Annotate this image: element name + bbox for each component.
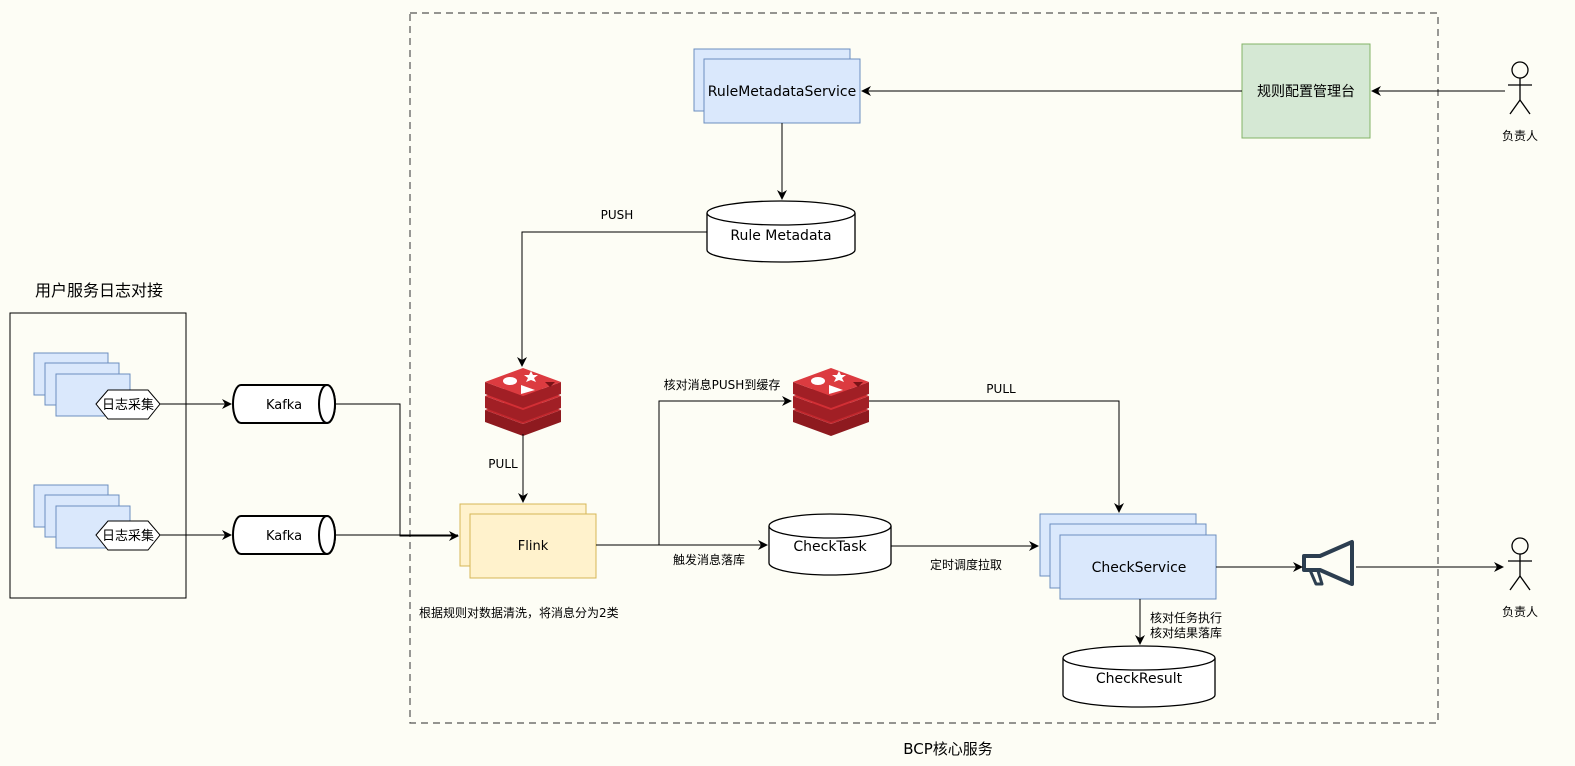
log-collector-2: 日志采集: [95, 520, 161, 551]
rule-metadata-service: RuleMetadataService: [693, 48, 861, 124]
user-log-group: 用户服务日志对接 日志采集 日志采集: [9, 281, 187, 599]
edge-flink-redis-right: [658, 396, 792, 545]
rule-config-platform-label: 规则配置管理台: [1257, 84, 1355, 100]
check-task-db: CheckTask: [768, 513, 892, 576]
flink-label: Flink: [518, 539, 549, 554]
connectors: [160, 86, 1505, 645]
kafka-2-label: Kafka: [266, 529, 302, 544]
user-group-box: [9, 312, 187, 599]
scheduled-pull-label: 定时调度拉取: [930, 557, 1002, 572]
check-exec-line2: 核对结果落库: [1150, 625, 1222, 640]
user-group-title: 用户服务日志对接: [35, 281, 163, 300]
rule-metadata-service-label: RuleMetadataService: [708, 84, 857, 100]
megaphone-icon: [1302, 540, 1354, 586]
push-label: PUSH: [601, 208, 634, 222]
log-collector-2-label: 日志采集: [102, 528, 154, 544]
owner-bottom-label: 负责人: [1502, 605, 1538, 619]
redis-cache-right: [793, 368, 869, 436]
log-collector-1: 日志采集: [95, 389, 161, 420]
check-result-db: CheckResult: [1062, 645, 1216, 708]
check-task-db-label: CheckTask: [793, 539, 867, 555]
edge-kafka1-flink: [335, 403, 459, 541]
rule-config-platform: 规则配置管理台: [1241, 43, 1371, 139]
check-result-db-label: CheckResult: [1096, 671, 1183, 687]
redis-icon: [793, 368, 869, 436]
check-service-label: CheckService: [1092, 560, 1187, 576]
rule-metadata-db: Rule Metadata: [706, 200, 856, 263]
kafka-queue-2: Kafka: [232, 515, 336, 555]
redis-icon: [485, 368, 561, 436]
flink-job: Flink: [459, 503, 597, 579]
bcp-core-group-box: [409, 12, 1439, 724]
trigger-persist-label: 触发消息落库: [673, 552, 745, 567]
check-service: CheckService: [1039, 513, 1217, 600]
check-exec-line1: 核对任务执行: [1150, 610, 1222, 625]
rule-metadata-db-label: Rule Metadata: [730, 228, 831, 244]
owner-bottom: 负责人: [1502, 537, 1538, 619]
owner-top: 负责人: [1502, 61, 1538, 143]
log-collector-1-label: 日志采集: [102, 397, 154, 413]
pull-label-left: PULL: [488, 457, 518, 471]
owner-top-label: 负责人: [1502, 129, 1538, 143]
check-push-cache-label: 核对消息PUSH到缓存: [664, 377, 781, 392]
bcp-core-group-title: BCP核心服务: [903, 740, 993, 758]
edge-db-redis-push: [517, 231, 707, 367]
flink-note: 根据规则对数据清洗，将消息分为2类: [419, 605, 619, 620]
edge-redis-checkservice-pull: [869, 400, 1124, 513]
redis-cache-left: [485, 368, 561, 436]
kafka-1-label: Kafka: [266, 398, 302, 413]
kafka-queue-1: Kafka: [232, 384, 336, 424]
pull-label-right: PULL: [986, 382, 1016, 396]
